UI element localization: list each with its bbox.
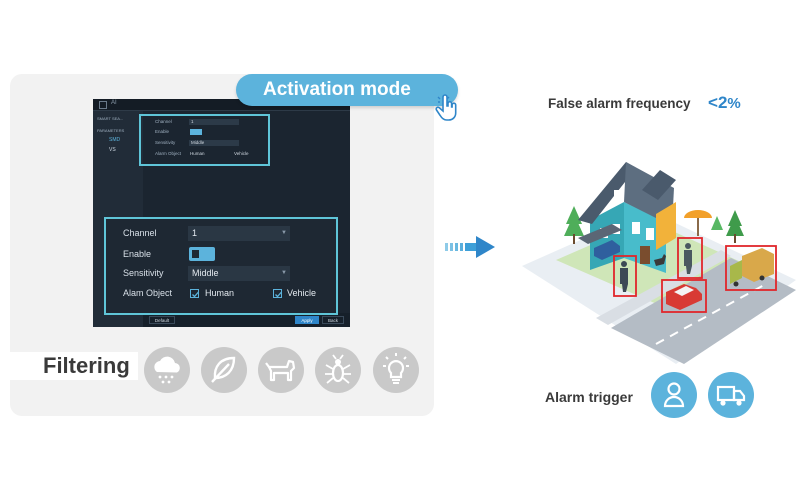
sensitivity-select[interactable] bbox=[188, 266, 290, 281]
filtering-label-bg bbox=[10, 352, 138, 380]
human-label: Human bbox=[205, 288, 235, 298]
human-checkbox[interactable] bbox=[190, 289, 199, 298]
tree bbox=[564, 206, 584, 236]
dvr-sidebar-menu[interactable]: SMART SEA... bbox=[97, 116, 124, 121]
chevron-down-icon: ▼ bbox=[281, 270, 287, 276]
insect-icon bbox=[315, 347, 361, 393]
dvr-channel-select[interactable] bbox=[189, 119, 239, 125]
smart-home-scene bbox=[522, 162, 796, 364]
sensitivity-value: Middle bbox=[192, 268, 219, 278]
dvr-human-label[interactable]: Human bbox=[190, 151, 205, 156]
enable-toggle[interactable] bbox=[189, 247, 215, 261]
tree bbox=[711, 216, 723, 230]
dvr-enable-label: Enable bbox=[155, 129, 170, 134]
vehicle-checkbox[interactable] bbox=[273, 289, 282, 298]
dvr-sidebar-menu2[interactable]: PARAMETERS bbox=[97, 128, 125, 133]
toggle-knob bbox=[192, 250, 199, 258]
dvr-sensitivity-value: Middle bbox=[191, 140, 205, 145]
back-button[interactable]: Back bbox=[322, 316, 344, 324]
dvr-sidebar-item-smd[interactable]: SMD bbox=[109, 137, 121, 143]
channel-select[interactable] bbox=[188, 226, 290, 241]
filtering-label: Filtering bbox=[43, 353, 130, 378]
road-marking bbox=[655, 283, 767, 345]
alarm-object-label: Alam Object bbox=[123, 288, 173, 298]
dvr-title: AI bbox=[111, 100, 117, 106]
hand-pointer-icon bbox=[435, 94, 457, 121]
truck-icon bbox=[708, 372, 754, 418]
leaf-icon bbox=[201, 347, 247, 393]
person bbox=[684, 243, 692, 274]
house bbox=[578, 162, 676, 273]
check-icon bbox=[192, 291, 199, 298]
dvr-sensitivity-label: Sensitivity bbox=[155, 140, 176, 145]
road bbox=[611, 258, 796, 364]
small-highlight-frame bbox=[139, 114, 270, 166]
false-alarm-number: 2 bbox=[717, 93, 728, 112]
alarm-trigger-label: Alarm trigger bbox=[545, 389, 633, 405]
dvr-vehicle-label[interactable]: Vehicle bbox=[234, 151, 249, 156]
dvr-channel-label: Channel bbox=[155, 119, 172, 124]
sensitivity-label: Sensitivity bbox=[123, 268, 164, 278]
tree bbox=[726, 210, 744, 236]
dvr-logo-icon bbox=[99, 101, 107, 109]
vehicle-label: Vehicle bbox=[287, 288, 317, 298]
rain-cloud-icon bbox=[144, 347, 190, 393]
enable-label: Enable bbox=[123, 249, 152, 259]
default-button[interactable]: Default bbox=[149, 316, 175, 324]
check-icon bbox=[275, 291, 282, 298]
blue-car bbox=[594, 240, 620, 260]
percent-symbol: % bbox=[727, 95, 741, 112]
channel-value: 1 bbox=[192, 228, 198, 238]
dvr-sensitivity-select[interactable] bbox=[189, 140, 239, 146]
dvr-enable-toggle[interactable] bbox=[190, 129, 202, 135]
zoomed-settings-panel: Channel 1 ▼ Enable Sensitivity Middle ▼ … bbox=[104, 217, 338, 315]
channel-label: Channel bbox=[123, 228, 157, 238]
apply-button[interactable]: Apply bbox=[295, 316, 319, 324]
less-than-symbol: < bbox=[708, 93, 718, 112]
dvr-alarm-label: Alarm Object bbox=[155, 151, 182, 156]
dog bbox=[654, 254, 666, 266]
dog-icon bbox=[258, 347, 304, 393]
false-alarm-value: <2% bbox=[708, 93, 741, 113]
parasol bbox=[684, 210, 712, 218]
delivery-truck bbox=[730, 248, 774, 287]
arrow-right-icon bbox=[445, 236, 495, 258]
detection-box bbox=[613, 237, 777, 313]
red-car bbox=[666, 284, 702, 310]
dvr-sidebar-item-vs[interactable]: VS bbox=[109, 147, 116, 153]
dvr-channel-value: 1 bbox=[191, 119, 194, 124]
person-icon bbox=[651, 372, 697, 418]
false-alarm-label: False alarm frequency bbox=[548, 96, 691, 111]
chevron-down-icon: ▼ bbox=[281, 230, 287, 236]
activation-mode-badge: Activation mode bbox=[236, 74, 458, 106]
person bbox=[620, 261, 628, 292]
light-bulb-icon bbox=[373, 347, 419, 393]
sidewalk bbox=[596, 250, 731, 325]
